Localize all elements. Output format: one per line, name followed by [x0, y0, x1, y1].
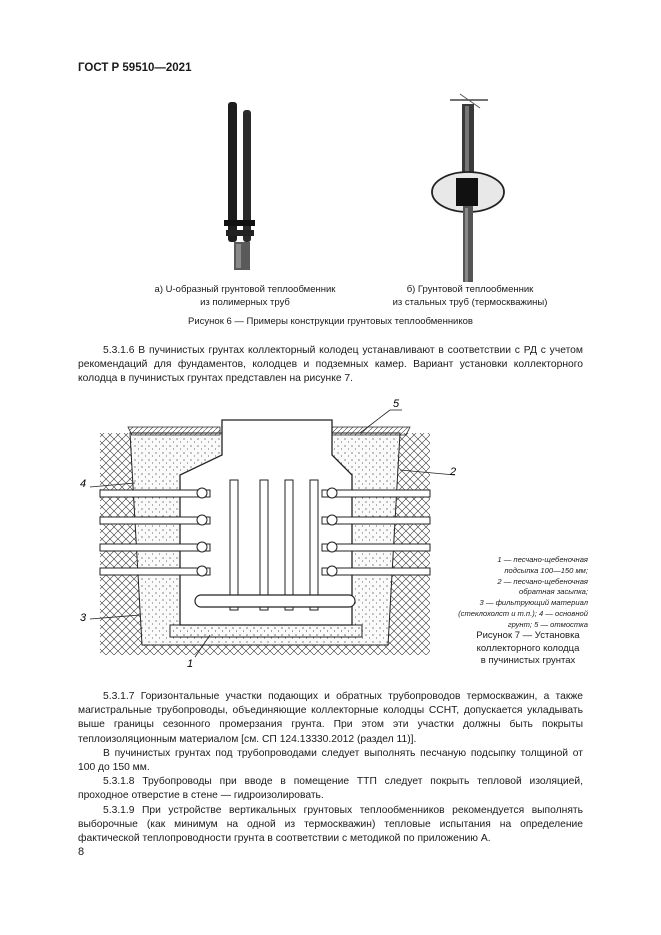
figure-6b-caption-line1: б) Грунтовой теплообменник: [406, 284, 534, 295]
paragraph-5-3-1-8: 5.3.1.8 Трубопроводы при вводе в помещен…: [78, 776, 583, 802]
sand-gravel-bedding: [169, 624, 363, 638]
figure-6-photos: [224, 93, 505, 282]
figure-7-caption-line3: в пучинистых грунтах: [480, 655, 576, 666]
figure-6a-caption-line2: из полимерных труб: [200, 297, 290, 308]
legend-line: 2 — песчано-щебеночная: [497, 576, 588, 586]
figure-6b-caption: б) Грунтовой теплообменник из стальных т…: [355, 283, 585, 309]
page-number: 8: [78, 846, 85, 858]
legend-line: грунт; 5 — отмостка: [507, 619, 588, 629]
figure-6-caption: Рисунок 6 — Примеры конструкции грунтовы…: [188, 316, 473, 327]
callout-4: 4: [80, 478, 86, 490]
callout-3: 3: [80, 612, 87, 624]
figure-7-legend: 1 — песчано-щебеночная подсыпка 100—150 …: [448, 555, 588, 631]
paragraph-bedding: В пучинистых грунтах под трубопроводами …: [78, 747, 583, 774]
manifold-pipe: [194, 594, 356, 608]
u-shaped-exchanger-photo: [224, 102, 255, 270]
figure-7-caption: Рисунок 7 — Установка коллекторного коло…: [468, 630, 588, 668]
figure-6a-caption-line1: а) U-образный грунтовой теплообменник: [154, 284, 336, 295]
figure-7-caption-line2: коллекторного колодца: [476, 642, 580, 654]
legend-line: (стеклохолст и т.п.); 4 — основной: [458, 608, 588, 618]
figure-6b-caption-line2: из стальных труб (термоскважины): [392, 297, 548, 308]
legend-line: обратная засыпка;: [519, 587, 588, 597]
document-header: ГОСТ Р 59510—2021: [78, 62, 192, 74]
blind-area-right: [331, 426, 411, 436]
legend-line: подсыпка 100—150 мм;: [504, 565, 588, 575]
figure-7-caption-line1: Рисунок 7 — Установка: [476, 630, 580, 641]
horizontal-pipes: [99, 489, 431, 576]
paragraph-5-3-1-7: 5.3.1.7 Горизонтальные участки подающих …: [78, 691, 583, 745]
legend-line: 3 — фильтрующий материал: [479, 598, 588, 608]
body-text-bottom: 5.3.1.7 Горизонтальные участки подающих …: [78, 690, 583, 846]
legend-line: 1 — песчано-щебеночная: [497, 555, 588, 564]
paragraph-5-3-1-9: 5.3.1.9 При устройстве вертикальных грун…: [78, 804, 583, 845]
steel-thermowell-photo: [431, 93, 505, 282]
figure-6a-caption: а) U-образный грунтовой теплообменник из…: [120, 283, 370, 309]
callout-5: 5: [393, 398, 400, 410]
figure-7-drawing: 5 2 4 3 1: [80, 398, 456, 670]
blind-area-left: [127, 426, 221, 436]
callout-2: 2: [449, 466, 456, 478]
paragraph-text: 5.3.1.6 В пучинистых грунтах коллекторны…: [78, 345, 583, 385]
paragraph-5-3-1-6: 5.3.1.6 В пучинистых грунтах коллекторны…: [78, 344, 583, 387]
callout-1: 1: [187, 658, 193, 670]
